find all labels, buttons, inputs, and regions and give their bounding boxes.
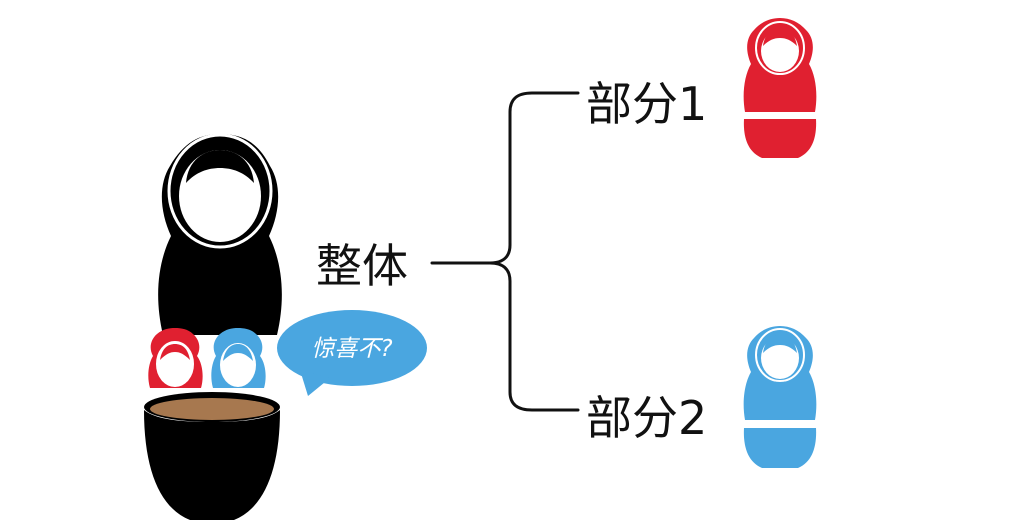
- whole-doll-top: [158, 133, 282, 335]
- part2-doll-top: [743, 326, 817, 420]
- speech-bubble-text: 惊喜不?: [311, 336, 392, 362]
- whole-label: 整体: [316, 239, 408, 293]
- part2-label: 部分2: [586, 391, 708, 445]
- part2-doll-bottom: [743, 428, 817, 468]
- whole-doll-bottom: [144, 392, 280, 520]
- part1-doll-bottom: [743, 119, 817, 158]
- part1-doll-top: [743, 18, 817, 112]
- speech-bubble: 惊喜不?: [277, 310, 427, 396]
- bracket-connector: [430, 91, 580, 412]
- part1-label: 部分1: [586, 77, 708, 131]
- small-red-doll: [148, 328, 203, 388]
- small-blue-doll: [211, 328, 266, 388]
